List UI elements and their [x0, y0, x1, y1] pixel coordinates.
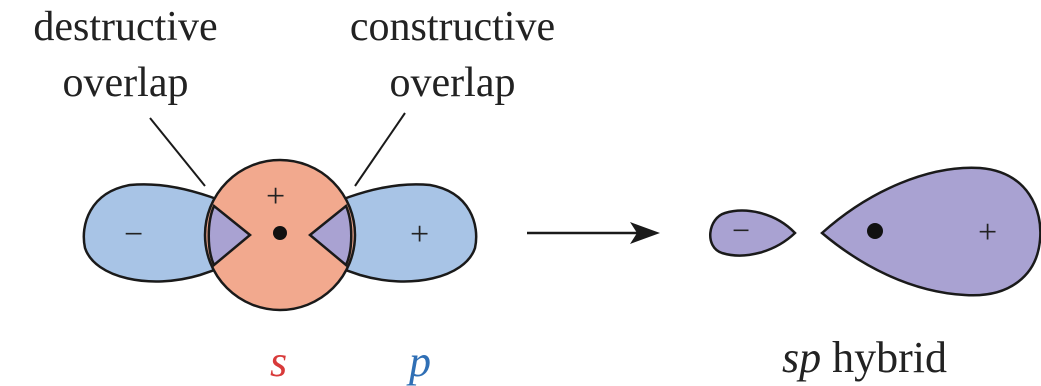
constructive-label-line1: constructive — [349, 4, 556, 50]
hybrid-label: hybrid — [832, 333, 948, 382]
sp-hybrid-large-lobe — [820, 166, 1041, 297]
constructive-label-line2: overlap — [389, 60, 516, 106]
sp-label: sp — [782, 333, 822, 382]
constructive-overlap-region — [308, 203, 353, 267]
s-top-sign: + — [266, 178, 286, 215]
hybrid-large-sign: + — [978, 214, 998, 251]
orbital-drawing — [82, 112, 1041, 312]
sp-hybrid-label: sp hybrid — [782, 336, 947, 380]
destructive-label-line1: destructive — [33, 4, 218, 50]
constructive-overlap-label: constructive overlap — [325, 6, 580, 104]
p-orbital-label: p — [409, 337, 431, 386]
destructive-leader-line — [149, 117, 206, 187]
sp-hybridization-diagram: destructive overlap constructive overlap… — [8, 6, 1041, 384]
reaction-arrow-head — [630, 222, 660, 244]
sp-hybrid-nucleus-dot — [867, 223, 883, 239]
hybrid-small-sign: − — [732, 212, 751, 248]
destructive-overlap-label: destructive overlap — [8, 6, 243, 104]
s-orbital-label: s — [270, 337, 288, 386]
destructive-label-line2: overlap — [62, 60, 189, 106]
sp-hybrid-small-lobe — [709, 209, 797, 257]
constructive-leader-line — [354, 112, 406, 187]
p-right-sign: + — [410, 216, 430, 253]
s-nucleus-dot — [273, 226, 287, 240]
p-left-sign: − — [124, 216, 144, 253]
destructive-overlap-region — [207, 203, 252, 267]
